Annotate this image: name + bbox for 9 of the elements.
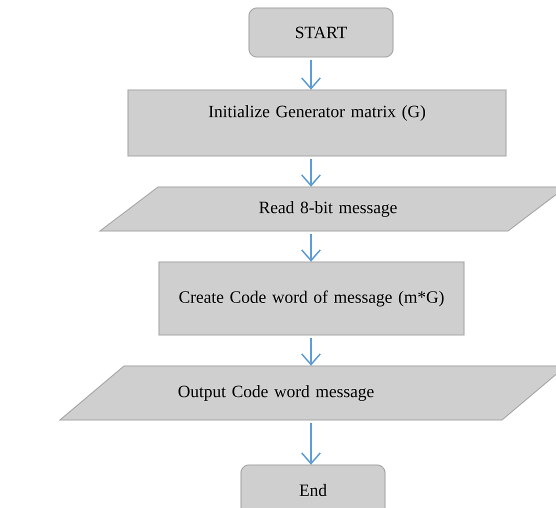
arrow — [301, 422, 321, 465]
process-box: Create Code word of message (m*G) — [158, 261, 465, 336]
arrow — [301, 338, 321, 366]
arrow — [301, 158, 321, 187]
process-box: Initialize Generator matrix (G) — [127, 89, 507, 157]
terminator-box: START — [248, 7, 394, 58]
arrow — [301, 234, 321, 262]
terminator-box: End — [240, 464, 386, 508]
arrow — [301, 60, 321, 90]
